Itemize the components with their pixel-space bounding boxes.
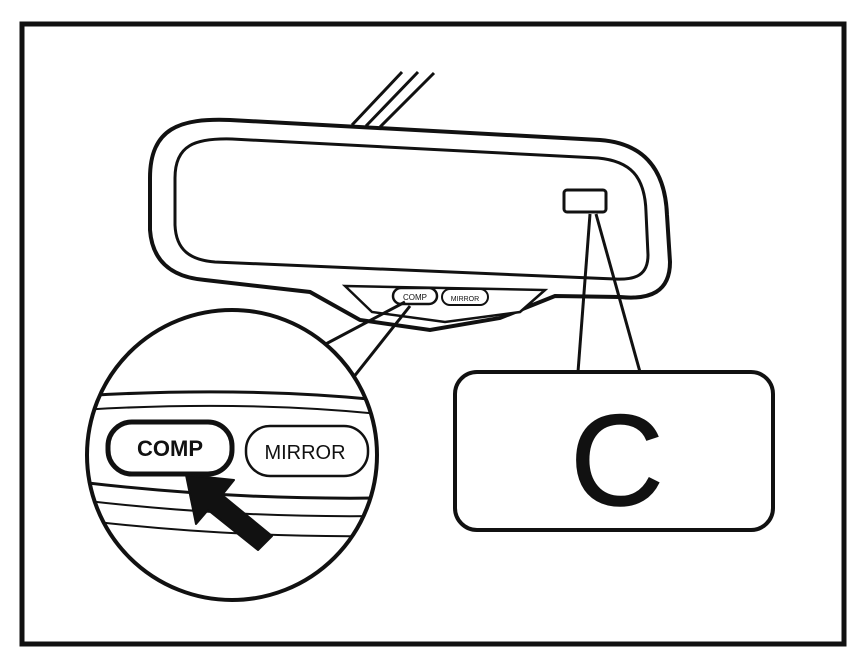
mirror-mount-wires [350, 70, 436, 129]
mirror-glass [173, 137, 650, 281]
small-mirror-label: MIRROR [451, 296, 479, 303]
display-callout-lines [576, 213, 642, 373]
enlarged-display [453, 370, 775, 532]
display-reading: C [570, 387, 664, 533]
mirror-button[interactable]: MIRROR [244, 424, 370, 478]
press-arrow-icon [185, 474, 273, 551]
mirror-small-comp-button: COMP [391, 286, 439, 306]
mirror-button-label: MIRROR [264, 442, 345, 464]
comp-button[interactable]: COMP [105, 419, 235, 477]
mirror-display-window [562, 188, 608, 214]
mirror-small-mirror-button: MIRROR [441, 288, 489, 306]
comp-button-label: COMP [137, 436, 203, 461]
small-comp-label: COMP [403, 293, 427, 302]
